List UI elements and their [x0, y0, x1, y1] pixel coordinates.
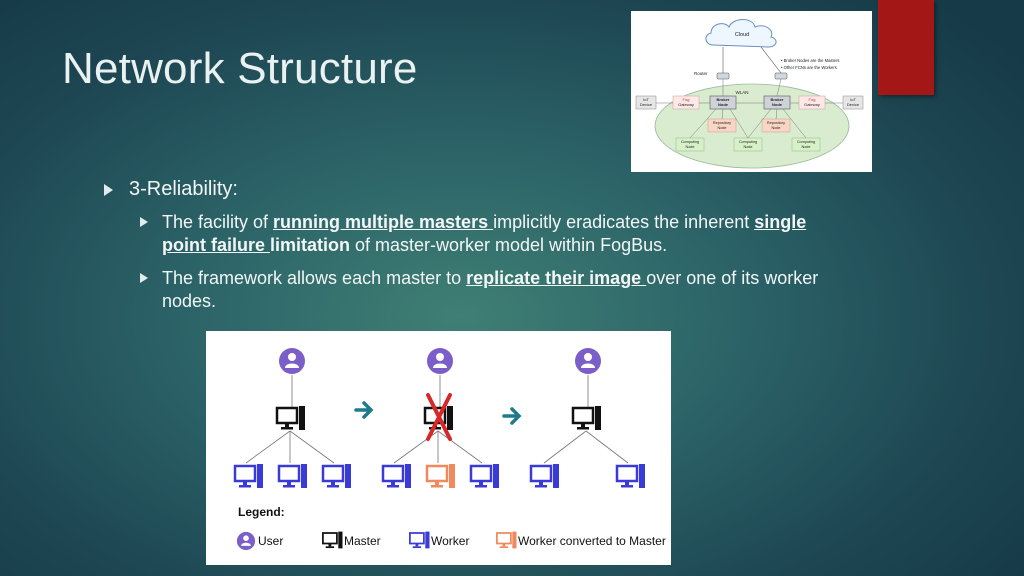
worker-computer-icon	[321, 462, 353, 490]
legend-user-icon	[236, 531, 256, 551]
svg-text:Fog: Fog	[809, 97, 816, 102]
user-icon	[575, 348, 601, 374]
svg-text:Repository: Repository	[767, 121, 785, 125]
cloud-label: Cloud	[735, 32, 749, 38]
router-label: Router	[694, 71, 708, 76]
arrow-right-icon	[502, 407, 522, 425]
svg-text:Node: Node	[772, 102, 783, 107]
bullet-level1: 3-Reliability:	[104, 178, 844, 201]
svg-text:Node: Node	[743, 145, 752, 149]
svg-text:Computing: Computing	[681, 140, 699, 144]
svg-text:IoT: IoT	[643, 97, 649, 102]
network-structure-figure: Cloud • Broker Nodes are the Masters • O…	[631, 11, 872, 172]
failure-cross-icon	[426, 393, 452, 441]
emphasis-limitation: limitation	[270, 235, 350, 255]
worker-computer-icon	[233, 462, 265, 490]
svg-text:Repository: Repository	[713, 121, 731, 125]
wlan-label: WLAN	[735, 90, 748, 95]
bullet-arrow-icon	[140, 273, 148, 283]
bullet-item-2: The framework allows each master to repl…	[140, 267, 844, 313]
cloud-icon	[705, 19, 777, 48]
svg-text:Gateway: Gateway	[678, 102, 694, 107]
svg-text:Node: Node	[717, 126, 726, 130]
svg-text:Gateway: Gateway	[804, 102, 820, 107]
worker-computer-icon	[615, 462, 647, 490]
svg-text:Device: Device	[640, 102, 653, 107]
svg-text:Node: Node	[801, 145, 810, 149]
network-legend-1: • Broker Nodes are the Masters	[781, 58, 840, 63]
bullet-arrow-icon	[140, 217, 148, 227]
svg-text:Node: Node	[771, 126, 780, 130]
legend-user-label: User	[258, 534, 283, 548]
legend-converted-icon	[496, 530, 518, 550]
emphasis-replicate-their-image: replicate their image	[466, 268, 647, 288]
emphasis-running-multiple-masters: running multiple masters	[273, 212, 494, 232]
legend-converted-label: Worker converted to Master	[518, 534, 666, 548]
legend-master-icon	[322, 530, 344, 550]
svg-text:Fog: Fog	[683, 97, 690, 102]
emphasis-single-point-failure: single point failure	[162, 212, 807, 255]
worker-computer-icon	[381, 462, 413, 490]
svg-text:Node: Node	[685, 145, 694, 149]
router-icon	[774, 72, 788, 80]
legend-master-label: Master	[344, 534, 381, 548]
svg-text:Broker: Broker	[717, 97, 730, 102]
arrow-right-icon	[354, 401, 374, 419]
bullet-list: 3-Reliability: The facility of running m…	[104, 178, 844, 313]
legend-worker-icon	[409, 530, 431, 550]
reliability-figure: Legend: User Master Worker Worker conver…	[206, 331, 671, 565]
converted-worker-computer-icon	[425, 462, 457, 490]
master-computer-icon	[571, 404, 603, 432]
accent-bar	[878, 0, 934, 95]
user-icon	[279, 348, 305, 374]
legend-title: Legend:	[238, 505, 285, 519]
worker-computer-icon	[277, 462, 309, 490]
svg-text:Node: Node	[718, 102, 729, 107]
worker-computer-icon	[529, 462, 561, 490]
bullet-arrow-icon	[104, 184, 113, 196]
network-legend-2: • Other FCNs are the Workers	[781, 65, 837, 70]
bullet-item-1: The facility of running multiple masters…	[140, 211, 844, 257]
worker-computer-icon	[469, 462, 501, 490]
svg-text:IoT: IoT	[850, 97, 856, 102]
user-icon	[427, 348, 453, 374]
router-icon	[716, 72, 730, 80]
legend-worker-label: Worker	[431, 534, 469, 548]
svg-text:Computing: Computing	[797, 140, 815, 144]
svg-text:Computing: Computing	[739, 140, 757, 144]
master-computer-icon	[275, 404, 307, 432]
bullet-level1-text: 3-Reliability:	[129, 178, 238, 200]
svg-text:Broker: Broker	[771, 97, 784, 102]
slide-title: Network Structure	[62, 44, 418, 93]
svg-text:Device: Device	[847, 102, 860, 107]
